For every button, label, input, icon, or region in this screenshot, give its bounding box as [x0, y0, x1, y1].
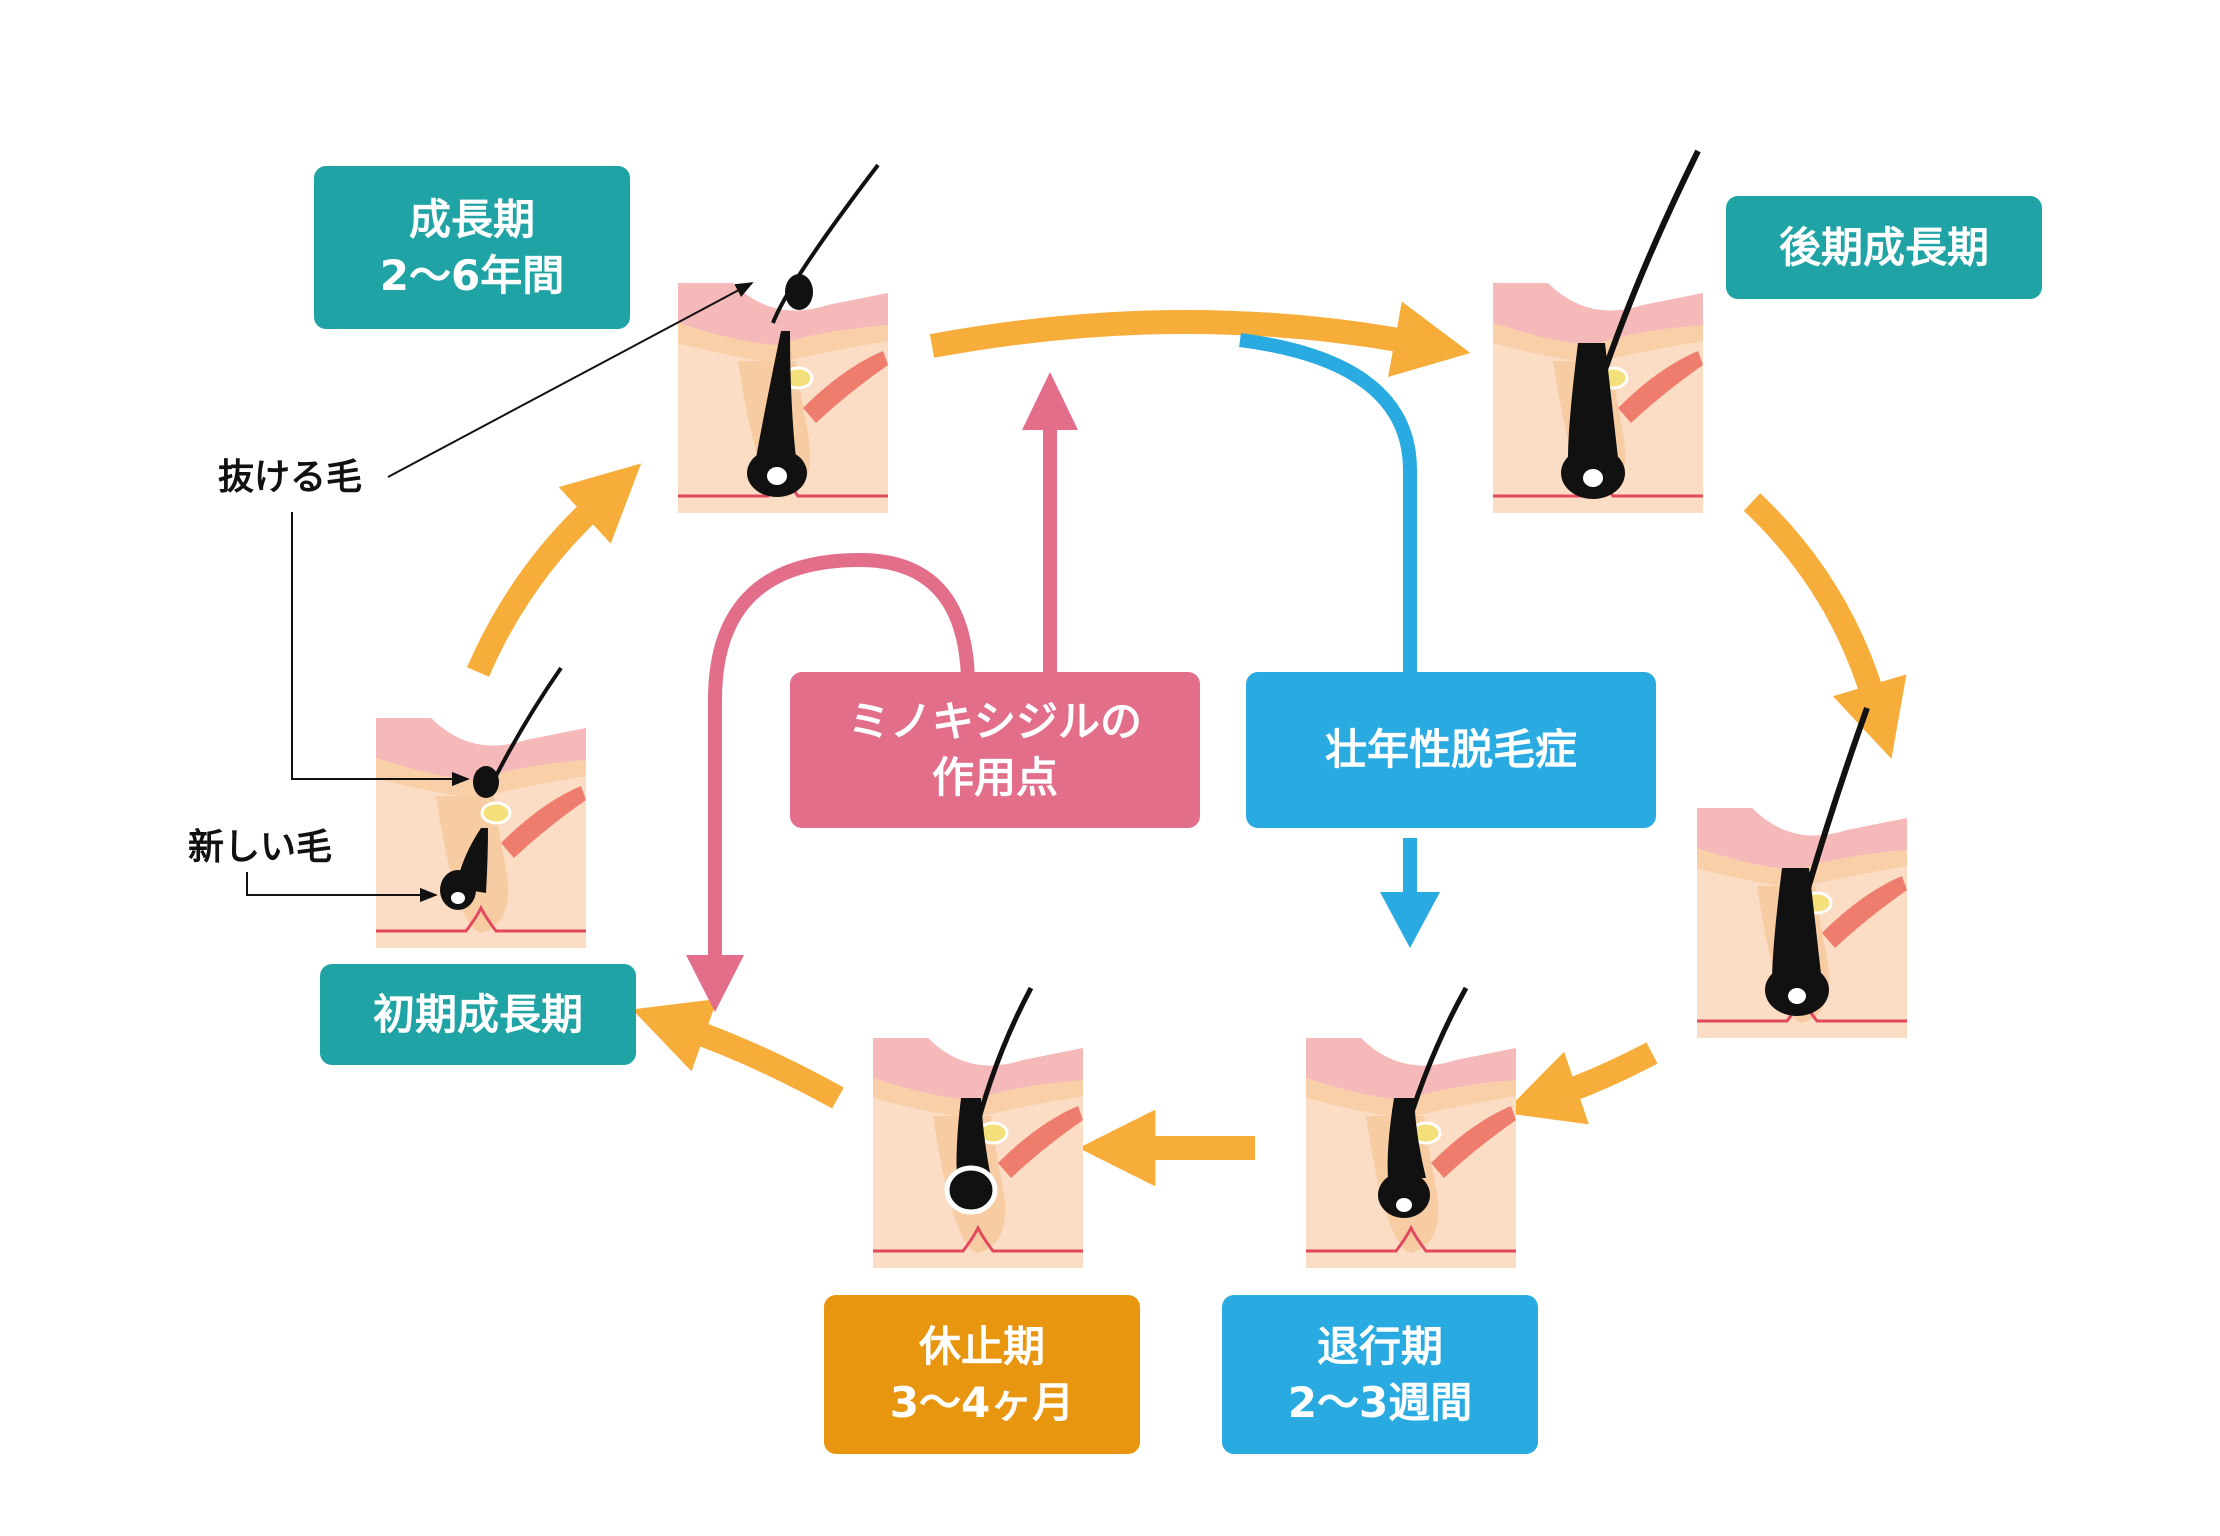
arrow-transition-to-catagen — [1503, 1042, 1658, 1125]
minoxidil-arrows — [686, 372, 1078, 1012]
aga-arrows — [1239, 333, 1440, 948]
stage-label-catagen: 退行期 2〜3週間 — [1222, 1295, 1538, 1454]
factor-minoxidil-line1: ミノキシジルの — [847, 697, 1142, 746]
stage-telogen-name: 休止期 — [918, 1321, 1045, 1371]
factor-minoxidil-line2: 作用点 — [931, 753, 1058, 802]
annotation-lines — [246, 282, 754, 903]
stage-late-growth-name: 後期成長期 — [1778, 222, 1989, 272]
arrow-early-to-growth — [466, 463, 642, 677]
panel-late-growth — [1491, 149, 1705, 515]
annotation-falling-hair: 抜ける毛 — [218, 457, 363, 498]
panel-catagen — [1304, 986, 1518, 1270]
stage-label-growth: 成長期 2〜6年間 — [314, 166, 630, 329]
factor-label-minoxidil: ミノキシジルの 作用点 — [790, 672, 1200, 828]
stage-label-early-growth: 初期成長期 — [320, 964, 636, 1065]
factor-aga-name: 壮年性脱毛症 — [1324, 725, 1577, 774]
stage-label-telogen: 休止期 3〜4ヶ月 — [824, 1295, 1140, 1454]
stage-early-growth-name: 初期成長期 — [372, 989, 583, 1039]
stage-label-late-growth: 後期成長期 — [1726, 196, 2042, 299]
panel-transition — [1695, 706, 1909, 1040]
cycle-arrows — [466, 301, 1907, 1187]
stage-growth-name: 成長期 — [408, 194, 535, 244]
panel-telogen — [871, 986, 1085, 1270]
factor-label-aga: 壮年性脱毛症 — [1246, 672, 1656, 828]
stage-telogen-duration: 3〜4ヶ月 — [889, 1377, 1075, 1427]
arrow-telogen-to-early — [632, 999, 844, 1109]
stage-catagen-duration: 2〜3週間 — [1287, 1377, 1473, 1427]
panel-early-growth — [374, 666, 588, 950]
arrow-growth-to-late — [929, 301, 1471, 378]
stage-growth-duration: 2〜6年間 — [379, 250, 565, 300]
arrow-late-to-transition — [1743, 493, 1907, 759]
stage-catagen-name: 退行期 — [1316, 1321, 1443, 1371]
annotation-new-hair: 新しい毛 — [188, 827, 333, 868]
panel-growth — [676, 163, 890, 515]
